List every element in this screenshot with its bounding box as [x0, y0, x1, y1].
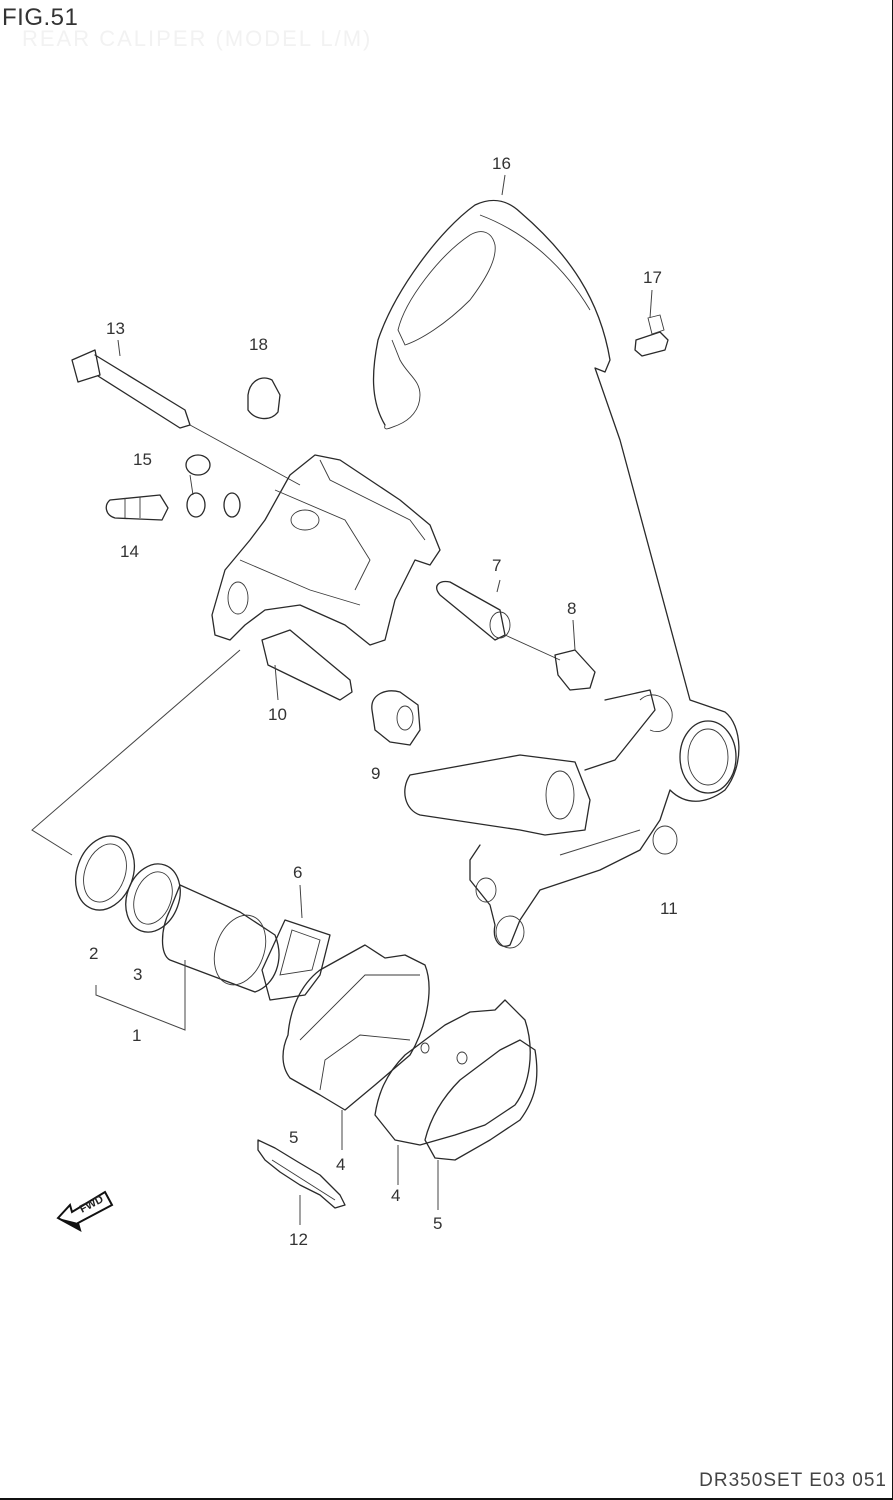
callout-17: 17 — [643, 268, 662, 287]
callout-4b: 4 — [391, 1186, 400, 1205]
callout-2: 2 — [89, 944, 98, 963]
part-5-shim-plate — [424, 1039, 538, 1161]
callout-16: 16 — [492, 154, 511, 173]
part-18-cap — [247, 377, 281, 420]
part-15-cap — [185, 454, 211, 518]
callout-3: 3 — [133, 965, 142, 984]
callout-9: 9 — [371, 764, 380, 783]
part-10-pin — [261, 629, 353, 701]
part-1-piston — [161, 884, 280, 993]
callout-5a: 5 — [289, 1128, 298, 1147]
callout-6: 6 — [293, 863, 302, 882]
part-9-boot — [371, 690, 421, 746]
callout-18: 18 — [249, 335, 268, 354]
callout-12: 12 — [289, 1230, 308, 1249]
part-7-sleeve — [436, 580, 511, 641]
figure-number: FIG.51 — [2, 4, 79, 31]
callout-8: 8 — [567, 599, 576, 618]
part-16-caliper-bracket — [372, 199, 740, 949]
callout-1: 1 — [132, 1026, 141, 1045]
part-2-piston-seal — [75, 835, 135, 911]
part-12-pad-spring — [257, 1139, 346, 1209]
callout-10: 10 — [268, 705, 287, 724]
callout-11: 11 — [660, 899, 678, 918]
figure-subtitle: REAR CALIPER (MODEL L/M) — [22, 26, 373, 51]
callout-5b: 5 — [433, 1214, 442, 1233]
part-17-bolt — [634, 314, 669, 357]
fwd-arrow-icon: FWD — [56, 1190, 114, 1233]
part-6-shim — [261, 919, 331, 1001]
part-3-dust-seal — [125, 863, 181, 933]
caliper-body — [211, 454, 441, 646]
part-14-bleeder-valve — [105, 492, 241, 521]
callout-15: 15 — [133, 450, 152, 469]
part-4-brake-pad-outer — [374, 999, 531, 1146]
callout-14: 14 — [120, 542, 139, 561]
callout-7: 7 — [492, 556, 501, 575]
document-code: DR350SET E03 051 — [699, 1470, 887, 1491]
leader-lines — [31, 174, 653, 1225]
callout-13: 13 — [106, 319, 125, 338]
part-13-pad-pin — [71, 349, 301, 486]
part-4-brake-pad-inner — [282, 944, 430, 1111]
callout-4a: 4 — [336, 1155, 345, 1174]
part-8-bolt — [504, 634, 596, 691]
callout-labels: 1 2 3 4 4 5 5 6 7 8 9 10 11 12 13 14 15 … — [89, 154, 678, 1249]
